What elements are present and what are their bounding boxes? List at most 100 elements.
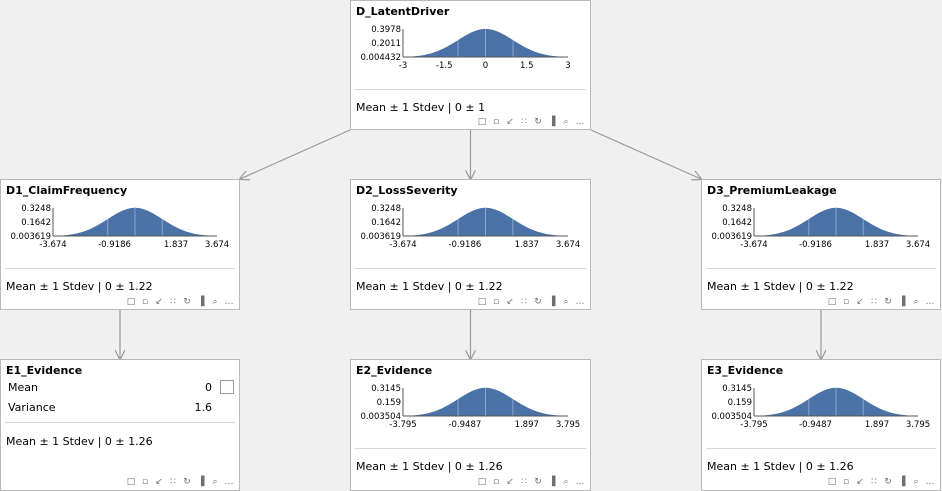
- y-tick-label: 0.159: [728, 398, 752, 408]
- x-tick-label: 0: [483, 61, 488, 71]
- arrow-icon[interactable]: ↙: [506, 117, 514, 127]
- node-title: D2_LossSeverity: [356, 184, 458, 197]
- arrow-icon[interactable]: ↙: [856, 297, 864, 307]
- y-tick-label: 0.003504: [711, 412, 752, 422]
- node-summary: Mean ± 1 Stdev | 0 ± 1.26: [707, 460, 854, 473]
- search-icon[interactable]: ⌕: [563, 297, 569, 307]
- table-icon[interactable]: □: [827, 297, 837, 307]
- y-tick-label: 0.004432: [360, 53, 401, 63]
- histogram-icon[interactable]: ▐: [898, 297, 906, 307]
- divider: [355, 268, 586, 269]
- table-icon[interactable]: □: [477, 477, 487, 487]
- refresh-icon[interactable]: ↻: [183, 477, 191, 487]
- y-tick-label: 0.2011: [371, 39, 401, 49]
- search-icon[interactable]: ⌕: [913, 477, 919, 487]
- divider: [706, 268, 936, 269]
- more-icon[interactable]: …: [224, 297, 234, 307]
- grid-icon[interactable]: ∷: [871, 297, 877, 307]
- evidence-variance-label: Variance: [8, 401, 56, 414]
- node-e1-evidence[interactable]: E1_Evidence Mean 0 Variance 1.6 Mean ± 1…: [0, 359, 240, 491]
- histogram-icon[interactable]: ▐: [548, 297, 556, 307]
- grid-icon[interactable]: ∷: [871, 477, 877, 487]
- refresh-icon[interactable]: ↻: [884, 477, 892, 487]
- bookmark-icon[interactable]: ▫: [492, 477, 500, 487]
- x-tick-label: -0.9487: [448, 420, 481, 430]
- bookmark-icon[interactable]: ▫: [492, 297, 500, 307]
- x-tick-label: 1.897: [865, 420, 889, 430]
- x-tick-label: -3.795: [740, 420, 767, 430]
- histogram-icon[interactable]: ▐: [898, 477, 906, 487]
- refresh-icon[interactable]: ↻: [534, 477, 542, 487]
- arrow-icon[interactable]: ↙: [506, 477, 514, 487]
- y-tick-label: 0.159: [377, 398, 401, 408]
- search-icon[interactable]: ⌕: [212, 477, 218, 487]
- bookmark-icon[interactable]: ▫: [141, 477, 149, 487]
- histogram-icon[interactable]: ▐: [548, 117, 556, 127]
- more-icon[interactable]: …: [575, 117, 585, 127]
- histogram-icon[interactable]: ▐: [197, 297, 205, 307]
- grid-icon[interactable]: ∷: [170, 477, 176, 487]
- y-tick-label: 0.3978: [371, 25, 401, 35]
- node-summary: Mean ± 1 Stdev | 0 ± 1.22: [356, 280, 503, 293]
- grid-icon[interactable]: ∷: [521, 297, 527, 307]
- node-summary: Mean ± 1 Stdev | 0 ± 1.26: [356, 460, 503, 473]
- x-tick-label: -1.5: [436, 61, 453, 71]
- more-icon[interactable]: …: [925, 477, 935, 487]
- grid-icon[interactable]: ∷: [170, 297, 176, 307]
- bookmark-icon[interactable]: ▫: [842, 477, 850, 487]
- arrow-icon[interactable]: ↙: [155, 477, 163, 487]
- evidence-mean-value[interactable]: 0: [205, 381, 212, 394]
- divider: [5, 268, 235, 269]
- bookmark-icon[interactable]: ▫: [141, 297, 149, 307]
- histogram-icon[interactable]: ▐: [548, 477, 556, 487]
- arrow-icon[interactable]: ↙: [856, 477, 864, 487]
- table-icon[interactable]: □: [126, 477, 136, 487]
- node-title: D1_ClaimFrequency: [6, 184, 128, 197]
- refresh-icon[interactable]: ↻: [534, 297, 542, 307]
- evidence-mean-row: Mean 0: [6, 380, 234, 397]
- grid-icon[interactable]: ∷: [521, 117, 527, 127]
- search-icon[interactable]: ⌕: [913, 297, 919, 307]
- arrow-icon[interactable]: ↙: [506, 297, 514, 307]
- more-icon[interactable]: …: [575, 477, 585, 487]
- x-tick-label: -0.9186: [448, 240, 481, 250]
- x-tick-label: -3.795: [389, 420, 416, 430]
- search-icon[interactable]: ⌕: [212, 297, 218, 307]
- evidence-variance-value[interactable]: 1.6: [194, 401, 213, 414]
- more-icon[interactable]: …: [224, 477, 234, 487]
- bookmark-icon[interactable]: ▫: [492, 117, 500, 127]
- grid-icon[interactable]: ∷: [521, 477, 527, 487]
- table-icon[interactable]: □: [477, 297, 487, 307]
- more-icon[interactable]: …: [925, 297, 935, 307]
- table-icon[interactable]: □: [126, 297, 136, 307]
- refresh-icon[interactable]: ↻: [884, 297, 892, 307]
- evidence-checkbox[interactable]: [220, 380, 234, 394]
- refresh-icon[interactable]: ↻: [534, 117, 542, 127]
- x-tick-label: 3.674: [556, 240, 580, 250]
- more-icon[interactable]: …: [575, 297, 585, 307]
- node-toolbar: □ ▫ ↙ ∷ ↻ ▐ ⌕ …: [476, 296, 586, 308]
- divider: [706, 448, 936, 449]
- table-icon[interactable]: □: [477, 117, 487, 127]
- search-icon[interactable]: ⌕: [563, 117, 569, 127]
- divider: [5, 422, 235, 423]
- y-tick-label: 0.003619: [360, 232, 401, 242]
- bookmark-icon[interactable]: ▫: [842, 297, 850, 307]
- table-icon[interactable]: □: [827, 477, 837, 487]
- node-title: D3_PremiumLeakage: [707, 184, 837, 197]
- x-tick-label: 3.795: [556, 420, 580, 430]
- histogram-icon[interactable]: ▐: [197, 477, 205, 487]
- refresh-icon[interactable]: ↻: [183, 297, 191, 307]
- arrow-icon[interactable]: ↙: [155, 297, 163, 307]
- y-tick-label: 0.1642: [371, 218, 401, 228]
- search-icon[interactable]: ⌕: [563, 477, 569, 487]
- node-title: E2_Evidence: [356, 364, 433, 377]
